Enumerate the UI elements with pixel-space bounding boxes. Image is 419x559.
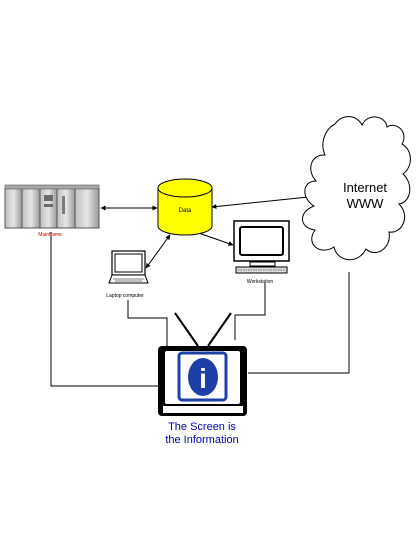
workstation-icon bbox=[233, 220, 290, 274]
edge-internet-screen bbox=[248, 272, 350, 374]
mainframe-icon bbox=[4, 184, 100, 229]
edge-workstation-screen bbox=[234, 283, 266, 340]
laptop-icon bbox=[108, 250, 149, 284]
mainframe-label: Mainframe bbox=[38, 232, 62, 238]
internet-node: Internet WWW bbox=[302, 116, 411, 261]
laptop-node: Laptop computer bbox=[106, 250, 149, 299]
data-label: Data bbox=[179, 208, 192, 214]
laptop-label: Laptop computer bbox=[106, 293, 144, 299]
edge-data-internet bbox=[211, 193, 319, 210]
internet-label-line1: Internet bbox=[343, 180, 387, 195]
arrow-lines bbox=[100, 193, 319, 269]
workstation-label: Workstation bbox=[247, 279, 274, 285]
connector-lines bbox=[50, 232, 350, 387]
info-glyph: i bbox=[199, 363, 207, 394]
edge-laptop-screen bbox=[127, 300, 168, 346]
mainframe-node: Mainframe bbox=[4, 184, 100, 238]
cloud-icon bbox=[302, 116, 411, 261]
info-icon: i bbox=[177, 351, 228, 402]
database-icon bbox=[157, 178, 213, 236]
edge-mainframe-screen bbox=[50, 232, 160, 387]
data-node: Data bbox=[157, 178, 213, 236]
internet-label-line2: WWW bbox=[347, 196, 385, 211]
screen-node: i The Screen is the Information bbox=[158, 312, 247, 446]
screen-caption-line1: The Screen is bbox=[168, 421, 236, 433]
workstation-node: Workstation bbox=[233, 220, 290, 285]
screen-caption-line2: the Information bbox=[165, 434, 238, 446]
edge-data-laptop bbox=[145, 234, 171, 269]
